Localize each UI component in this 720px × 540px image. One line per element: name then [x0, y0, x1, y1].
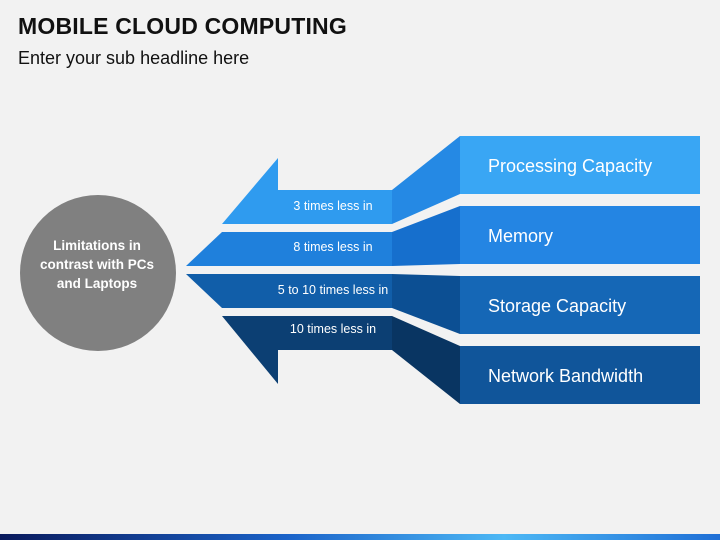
row-4-box [460, 346, 700, 404]
row-2-box [460, 206, 700, 264]
row-1-connector [392, 136, 460, 224]
row-1-box-label: Processing Capacity [488, 156, 653, 176]
row-2-connector [392, 206, 460, 266]
row-3-arrow-body [278, 274, 392, 308]
row-3-arrow-label: 5 to 10 times less in [277, 283, 389, 297]
row-3-box-label: Storage Capacity [488, 296, 627, 316]
row-1-box [460, 136, 700, 194]
slide-subtitle: Enter your sub headline here [18, 48, 250, 68]
row-4-box-label: Network Bandwidth [488, 366, 644, 386]
row-3-connector [392, 274, 460, 334]
row-4-arrow-label: 10 times less in [289, 322, 377, 336]
row-4-connector [392, 316, 460, 404]
row-2-box-label: Memory [488, 226, 554, 246]
row-2-arrow-body [278, 232, 392, 266]
slide-title: MOBILE CLOUD COMPUTING [18, 13, 347, 39]
row-4-arrowhead [222, 316, 278, 384]
row-1-arrow-body [278, 190, 392, 224]
row-3-arrowhead [186, 274, 278, 308]
limitations-circle [20, 195, 176, 351]
circle-label: Limitations in contrast with PCs and Lap… [39, 238, 155, 291]
row-1-arrow-label: 3 times less in [293, 199, 373, 213]
row-4-arrow-body [278, 316, 392, 350]
row-2-arrow-label: 8 times less in [293, 240, 373, 254]
footer-gradient-bar [0, 534, 720, 540]
row-3-box [460, 276, 700, 334]
row-2-arrowhead [186, 232, 278, 266]
row-1-arrowhead [222, 158, 278, 224]
